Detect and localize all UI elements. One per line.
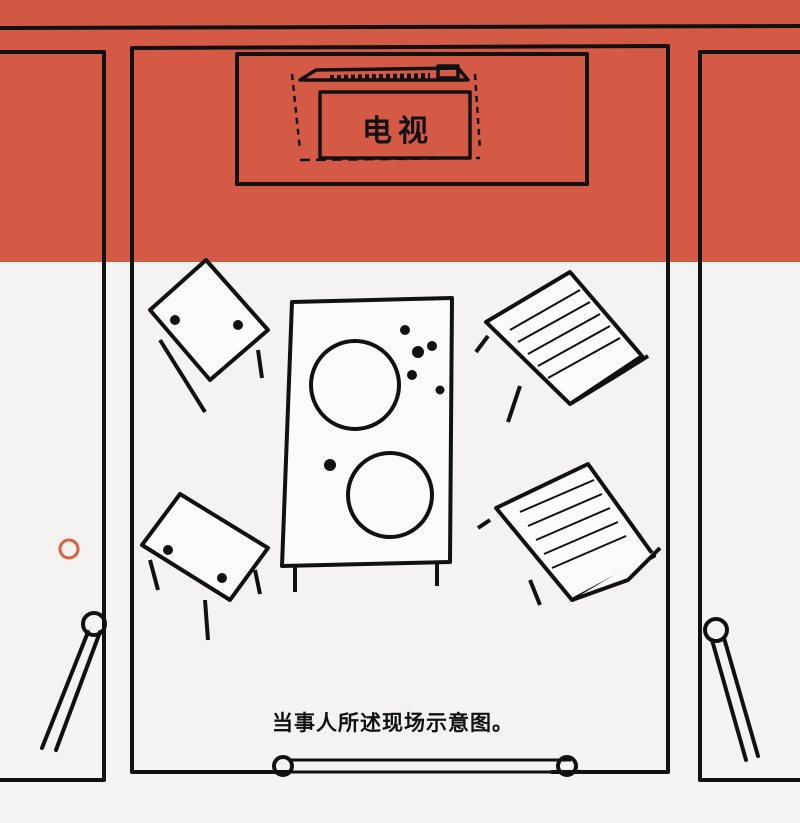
- marker-circle: [58, 538, 80, 560]
- tv-label: 电视: [362, 114, 434, 149]
- armchair-icon: [474, 270, 650, 423]
- wall-top-band: [0, 0, 800, 24]
- left-wall-outline: [0, 50, 106, 782]
- stool-icon: [140, 492, 270, 641]
- door-hinge-right: [556, 755, 578, 777]
- diagram-caption: 当事人所述现场示意图。: [272, 711, 514, 735]
- door-icon: [40, 611, 107, 752]
- door-hinge-left: [272, 755, 294, 777]
- room-outline-left: [130, 46, 290, 774]
- table-icon: [280, 296, 454, 592]
- right-wall-outline: [698, 50, 800, 782]
- stool-icon: [148, 258, 270, 414]
- armchair-icon: [476, 462, 662, 606]
- tv-cabinet: [235, 52, 589, 186]
- room-outline-right: [130, 44, 670, 774]
- door-icon: [703, 617, 760, 762]
- television-icon: [290, 64, 482, 162]
- ceiling-line: [0, 24, 800, 30]
